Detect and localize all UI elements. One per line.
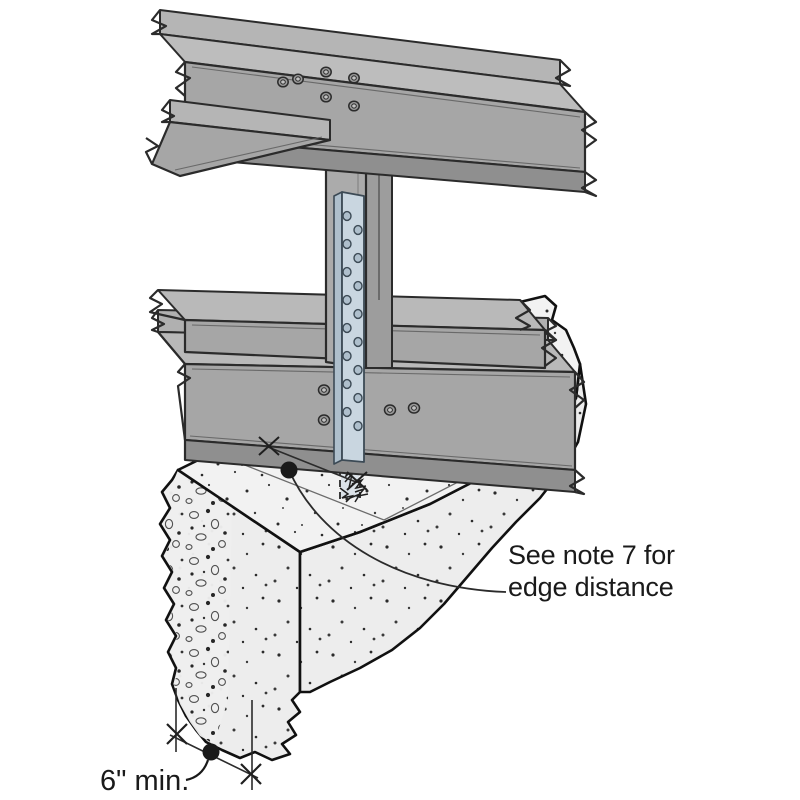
screw-head — [383, 404, 397, 416]
screw-head — [277, 76, 289, 88]
note-callout-text: See note 7 for edge distance — [508, 540, 675, 602]
upper-cross-beam-left-break — [148, 289, 186, 322]
dimension-label: 6" min. — [100, 765, 189, 797]
lower-beam-left-break — [150, 309, 192, 460]
strap-side-edge — [333, 191, 343, 465]
screw-head — [320, 91, 332, 103]
screw-head — [407, 402, 421, 414]
upper-left-beam-web — [150, 120, 332, 178]
screw-head — [317, 384, 331, 396]
upper-left-diagonal-beam — [144, 99, 332, 178]
leader-dot — [280, 461, 298, 479]
dimension-tick-x — [258, 436, 280, 456]
concrete-layout-line-a — [231, 459, 385, 521]
top-beam-screw-group — [277, 66, 360, 112]
screw-head — [320, 66, 332, 78]
dimension-tick-x — [346, 471, 368, 491]
strap-hole-column-right — [353, 224, 363, 432]
screw-head — [348, 72, 360, 84]
dimension-leader-curve — [185, 759, 210, 782]
note-line-2: edge distance — [508, 572, 674, 602]
upper-cross-beam-right-break — [514, 299, 558, 367]
screw-head — [317, 414, 331, 426]
min-edge-dimension: 6" min. — [100, 688, 262, 797]
dimension-tick-x — [166, 723, 188, 745]
strap-hole-column-left — [342, 210, 352, 418]
dimension-dot — [202, 743, 220, 761]
edge-distance-dimension-upper — [258, 436, 368, 491]
note-leader — [280, 461, 507, 593]
dimension-tick-x — [240, 763, 262, 785]
upper-left-beam-break — [144, 99, 176, 165]
holddown-strap — [333, 191, 365, 465]
screw-head — [292, 73, 304, 85]
screw-head — [348, 100, 360, 112]
top-beam-right-break — [554, 59, 598, 198]
concrete-aggregate-band — [162, 470, 232, 744]
note-line-1: See note 7 for — [508, 540, 675, 570]
